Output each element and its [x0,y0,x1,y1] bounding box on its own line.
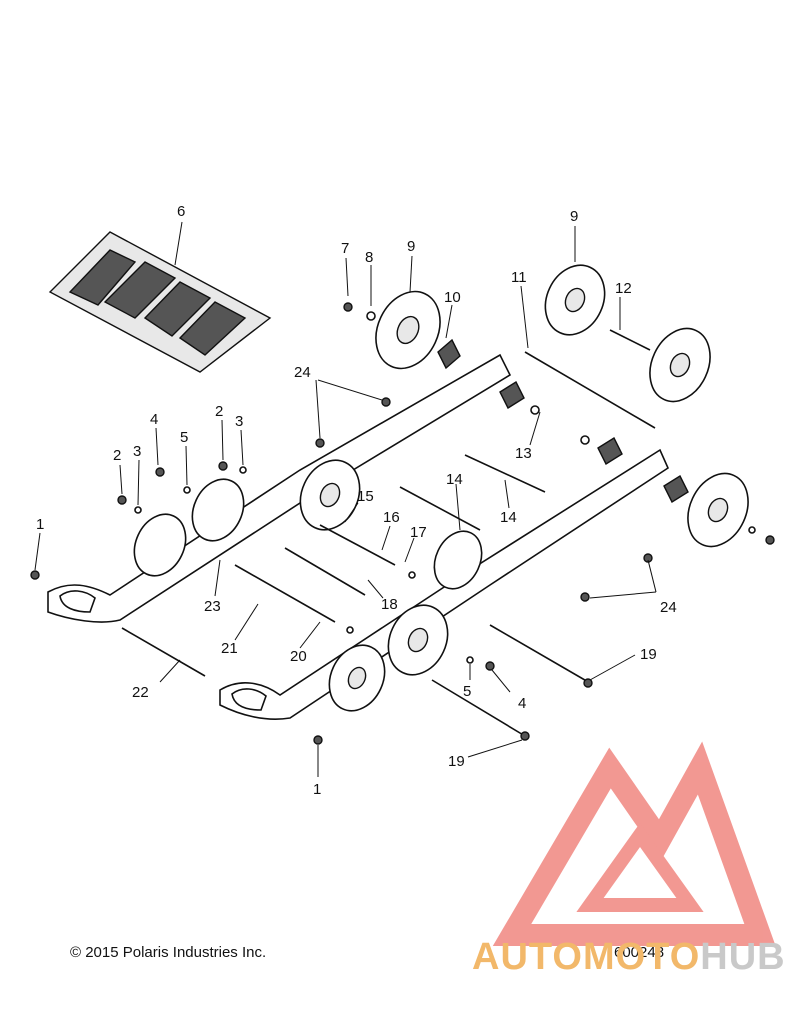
callout-14b: 14 [500,509,517,526]
wheel-mid [299,459,361,531]
callout-2: 2 [215,403,223,420]
callout-21: 21 [221,640,238,657]
wheel-left-rear-2 [133,513,187,577]
callout-22: 22 [132,684,149,701]
callout-13: 13 [515,445,532,462]
callout-3: 3 [235,413,243,430]
callout-9b: 9 [570,208,578,225]
callout-5: 5 [180,429,188,446]
wheel-right-front [687,472,749,548]
callout-20: 20 [290,648,307,665]
callout-14: 14 [446,471,463,488]
callout-7: 7 [341,240,349,257]
wheel-upper-left [375,290,441,370]
watermark-brand-part1: AUTOMOTO [472,936,701,978]
callout-17: 17 [410,524,427,541]
wheel-upper-right-2 [649,327,711,403]
callout-11: 11 [511,269,527,286]
callout-12: 12 [615,280,632,297]
automotohub-logo [492,741,776,946]
shafts [121,329,656,737]
callout-1b: 1 [313,781,321,798]
copyright-text: © 2015 Polaris Industries Inc. [70,944,267,961]
callout-1: 1 [36,516,44,533]
wheel-right-rear-2 [328,644,386,712]
callout-4: 4 [150,411,158,428]
drawing-number: 600248 [614,944,665,961]
callout-labels: 6 7 8 9 9 10 11 12 24 4 2 3 2 3 5 13 14 … [36,203,677,798]
callout-3b: 3 [133,443,141,460]
watermark-brand-part2: HUB [700,936,786,978]
callout-16: 16 [383,509,400,526]
callout-15: 15 [357,488,374,505]
callout-8: 8 [365,249,373,266]
callout-23: 23 [204,598,221,615]
track-clip-part [48,231,272,373]
wheel-left-rear-1 [191,478,245,542]
callout-24: 24 [294,364,311,381]
callout-9: 9 [407,238,415,255]
right-rail [219,448,670,720]
watermark-brand: AUTOMOTOHUB [472,936,786,979]
callout-19: 19 [640,646,657,663]
wheel-upper-right-1 [544,264,606,336]
leader-lines [34,221,657,777]
callout-5b: 5 [463,683,471,700]
wheel-right-rear-1 [387,604,449,676]
callout-2b: 2 [113,447,121,464]
hardware [30,302,775,745]
left-rail [47,353,512,623]
callout-18: 18 [381,596,398,613]
callout-6: 6 [177,203,185,220]
callout-24b: 24 [660,599,677,616]
callout-10: 10 [444,289,461,306]
callout-19b: 19 [448,753,465,770]
wheel-right-mid [433,530,483,590]
callout-4b: 4 [518,695,526,712]
